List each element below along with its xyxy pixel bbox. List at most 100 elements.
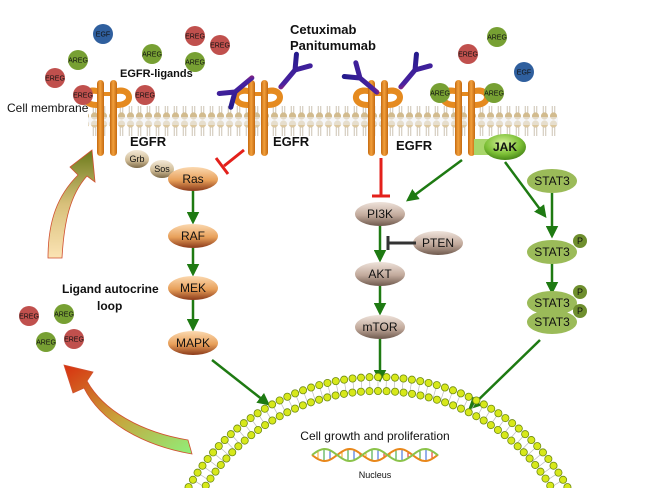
arrow-jak-stat3: [503, 161, 547, 219]
egfr-receptor: [81, 80, 133, 156]
svg-text:EREG: EREG: [210, 43, 230, 50]
adaptor-grb: Grb: [125, 150, 149, 168]
svg-text:AREG: AREG: [185, 60, 205, 67]
ligands-label: EGFR-ligands: [120, 68, 193, 80]
egf-ligand: EGF: [514, 62, 534, 82]
node-stat3: STAT3: [527, 291, 577, 315]
ereg-ligand: EREG: [73, 85, 93, 105]
ereg-ligand: EREG: [210, 35, 230, 55]
areg-ligand: AREG: [68, 50, 88, 70]
svg-text:EREG: EREG: [73, 93, 93, 100]
drug-label-panitumumab: Panitumumab: [290, 38, 376, 53]
svg-text:EREG: EREG: [458, 52, 478, 59]
inhibition-pten: [386, 236, 416, 250]
areg-ligand: AREG: [487, 27, 507, 47]
cell-membrane-label: Cell membrane: [7, 101, 89, 115]
svg-text:AREG: AREG: [430, 91, 450, 98]
adaptor-sos: Sos: [150, 160, 174, 178]
node-mek: MEK: [168, 276, 218, 300]
phospho-badge: P: [573, 304, 587, 318]
svg-text:P: P: [577, 236, 583, 246]
svg-text:STAT3: STAT3: [534, 315, 570, 329]
areg-ligand: AREG: [185, 52, 205, 72]
svg-text:Ras: Ras: [182, 172, 203, 186]
svg-text:EGF: EGF: [517, 70, 531, 77]
areg-ligand: AREG: [142, 44, 162, 64]
node-jak: JAK: [474, 134, 526, 160]
arrow-stat3-nucleus: [468, 339, 541, 410]
svg-text:AREG: AREG: [487, 35, 507, 42]
phospho-badge: P: [573, 234, 587, 248]
svg-text:EREG: EREG: [45, 76, 65, 83]
areg-ligand: AREG: [54, 304, 74, 324]
areg-ligand: AREG: [484, 83, 504, 103]
svg-text:mTOR: mTOR: [362, 320, 397, 334]
antibodies: [216, 51, 433, 110]
ereg-ligand: EREG: [19, 306, 39, 326]
svg-text:Grb: Grb: [129, 154, 144, 164]
svg-text:Sos: Sos: [154, 164, 170, 174]
egf-ligand: EGF: [93, 24, 113, 44]
node-akt: AKT: [355, 262, 405, 286]
antibody-icon: [216, 75, 255, 110]
egfr-label: EGFR: [130, 134, 167, 149]
egfr-label: EGFR: [396, 138, 433, 153]
antibody-icon: [341, 60, 380, 95]
node-mtor: mTOR: [355, 315, 405, 339]
drug-label-cetuximab: Cetuximab: [290, 22, 357, 37]
svg-text:P: P: [577, 287, 583, 297]
growth-label: Cell growth and proliferation: [300, 429, 449, 443]
areg-ligand: AREG: [36, 332, 56, 352]
ereg-ligand: EREG: [45, 68, 65, 88]
svg-text:AREG: AREG: [142, 52, 162, 59]
node-pten: PTEN: [413, 231, 463, 255]
svg-text:RAF: RAF: [181, 229, 205, 243]
svg-text:PI3K: PI3K: [367, 207, 393, 221]
svg-text:EGF: EGF: [96, 32, 110, 39]
svg-text:AREG: AREG: [68, 58, 88, 65]
svg-text:JAK: JAK: [493, 140, 517, 154]
node-ras: Ras: [168, 167, 218, 191]
inhibition-ras: [214, 148, 245, 175]
egfr-receptor: [439, 80, 491, 156]
svg-text:EREG: EREG: [185, 34, 205, 41]
arrow-mapk-nucleus: [211, 359, 270, 406]
svg-text:EREG: EREG: [135, 93, 155, 100]
ereg-ligand: EREG: [64, 329, 84, 349]
antibody-icon: [278, 51, 313, 90]
ereg-ligand: EREG: [185, 26, 205, 46]
autocrine-arrow-up: [47, 149, 96, 259]
svg-text:EREG: EREG: [19, 314, 39, 321]
svg-text:STAT3: STAT3: [534, 174, 570, 188]
svg-text:AREG: AREG: [54, 312, 74, 319]
antibody-icon: [398, 51, 433, 90]
nuclear-membrane: [184, 372, 572, 488]
inhibition-pi3k: [372, 158, 390, 198]
nucleus-label: Nucleus: [359, 470, 392, 480]
svg-text:PTEN: PTEN: [422, 236, 454, 250]
cell-membrane: [88, 106, 558, 136]
svg-text:AREG: AREG: [36, 340, 56, 347]
node-stat3: STAT3: [527, 169, 577, 193]
areg-ligand: AREG: [430, 83, 450, 103]
svg-text:STAT3: STAT3: [534, 245, 570, 259]
autocrine-label-2: loop: [97, 299, 122, 313]
autocrine-label: Ligand autocrine: [62, 282, 159, 296]
ereg-ligand: EREG: [135, 85, 155, 105]
node-pi3k: PI3K: [355, 202, 405, 226]
autocrine-arrow-low: [63, 364, 193, 455]
svg-text:EREG: EREG: [64, 337, 84, 344]
svg-text:P: P: [577, 306, 583, 316]
arrow-egfr-pi3k: [405, 158, 463, 202]
svg-text:MEK: MEK: [180, 281, 206, 295]
egfr-label: EGFR: [273, 134, 310, 149]
node-stat3: STAT3: [527, 310, 577, 334]
svg-text:AKT: AKT: [368, 267, 392, 281]
svg-text:MAPK: MAPK: [176, 336, 210, 350]
phospho-badge: P: [573, 285, 587, 299]
node-raf: RAF: [168, 224, 218, 248]
dna-icon: [311, 447, 439, 463]
node-stat3: STAT3: [527, 240, 577, 264]
node-mapk: MAPK: [168, 331, 218, 355]
